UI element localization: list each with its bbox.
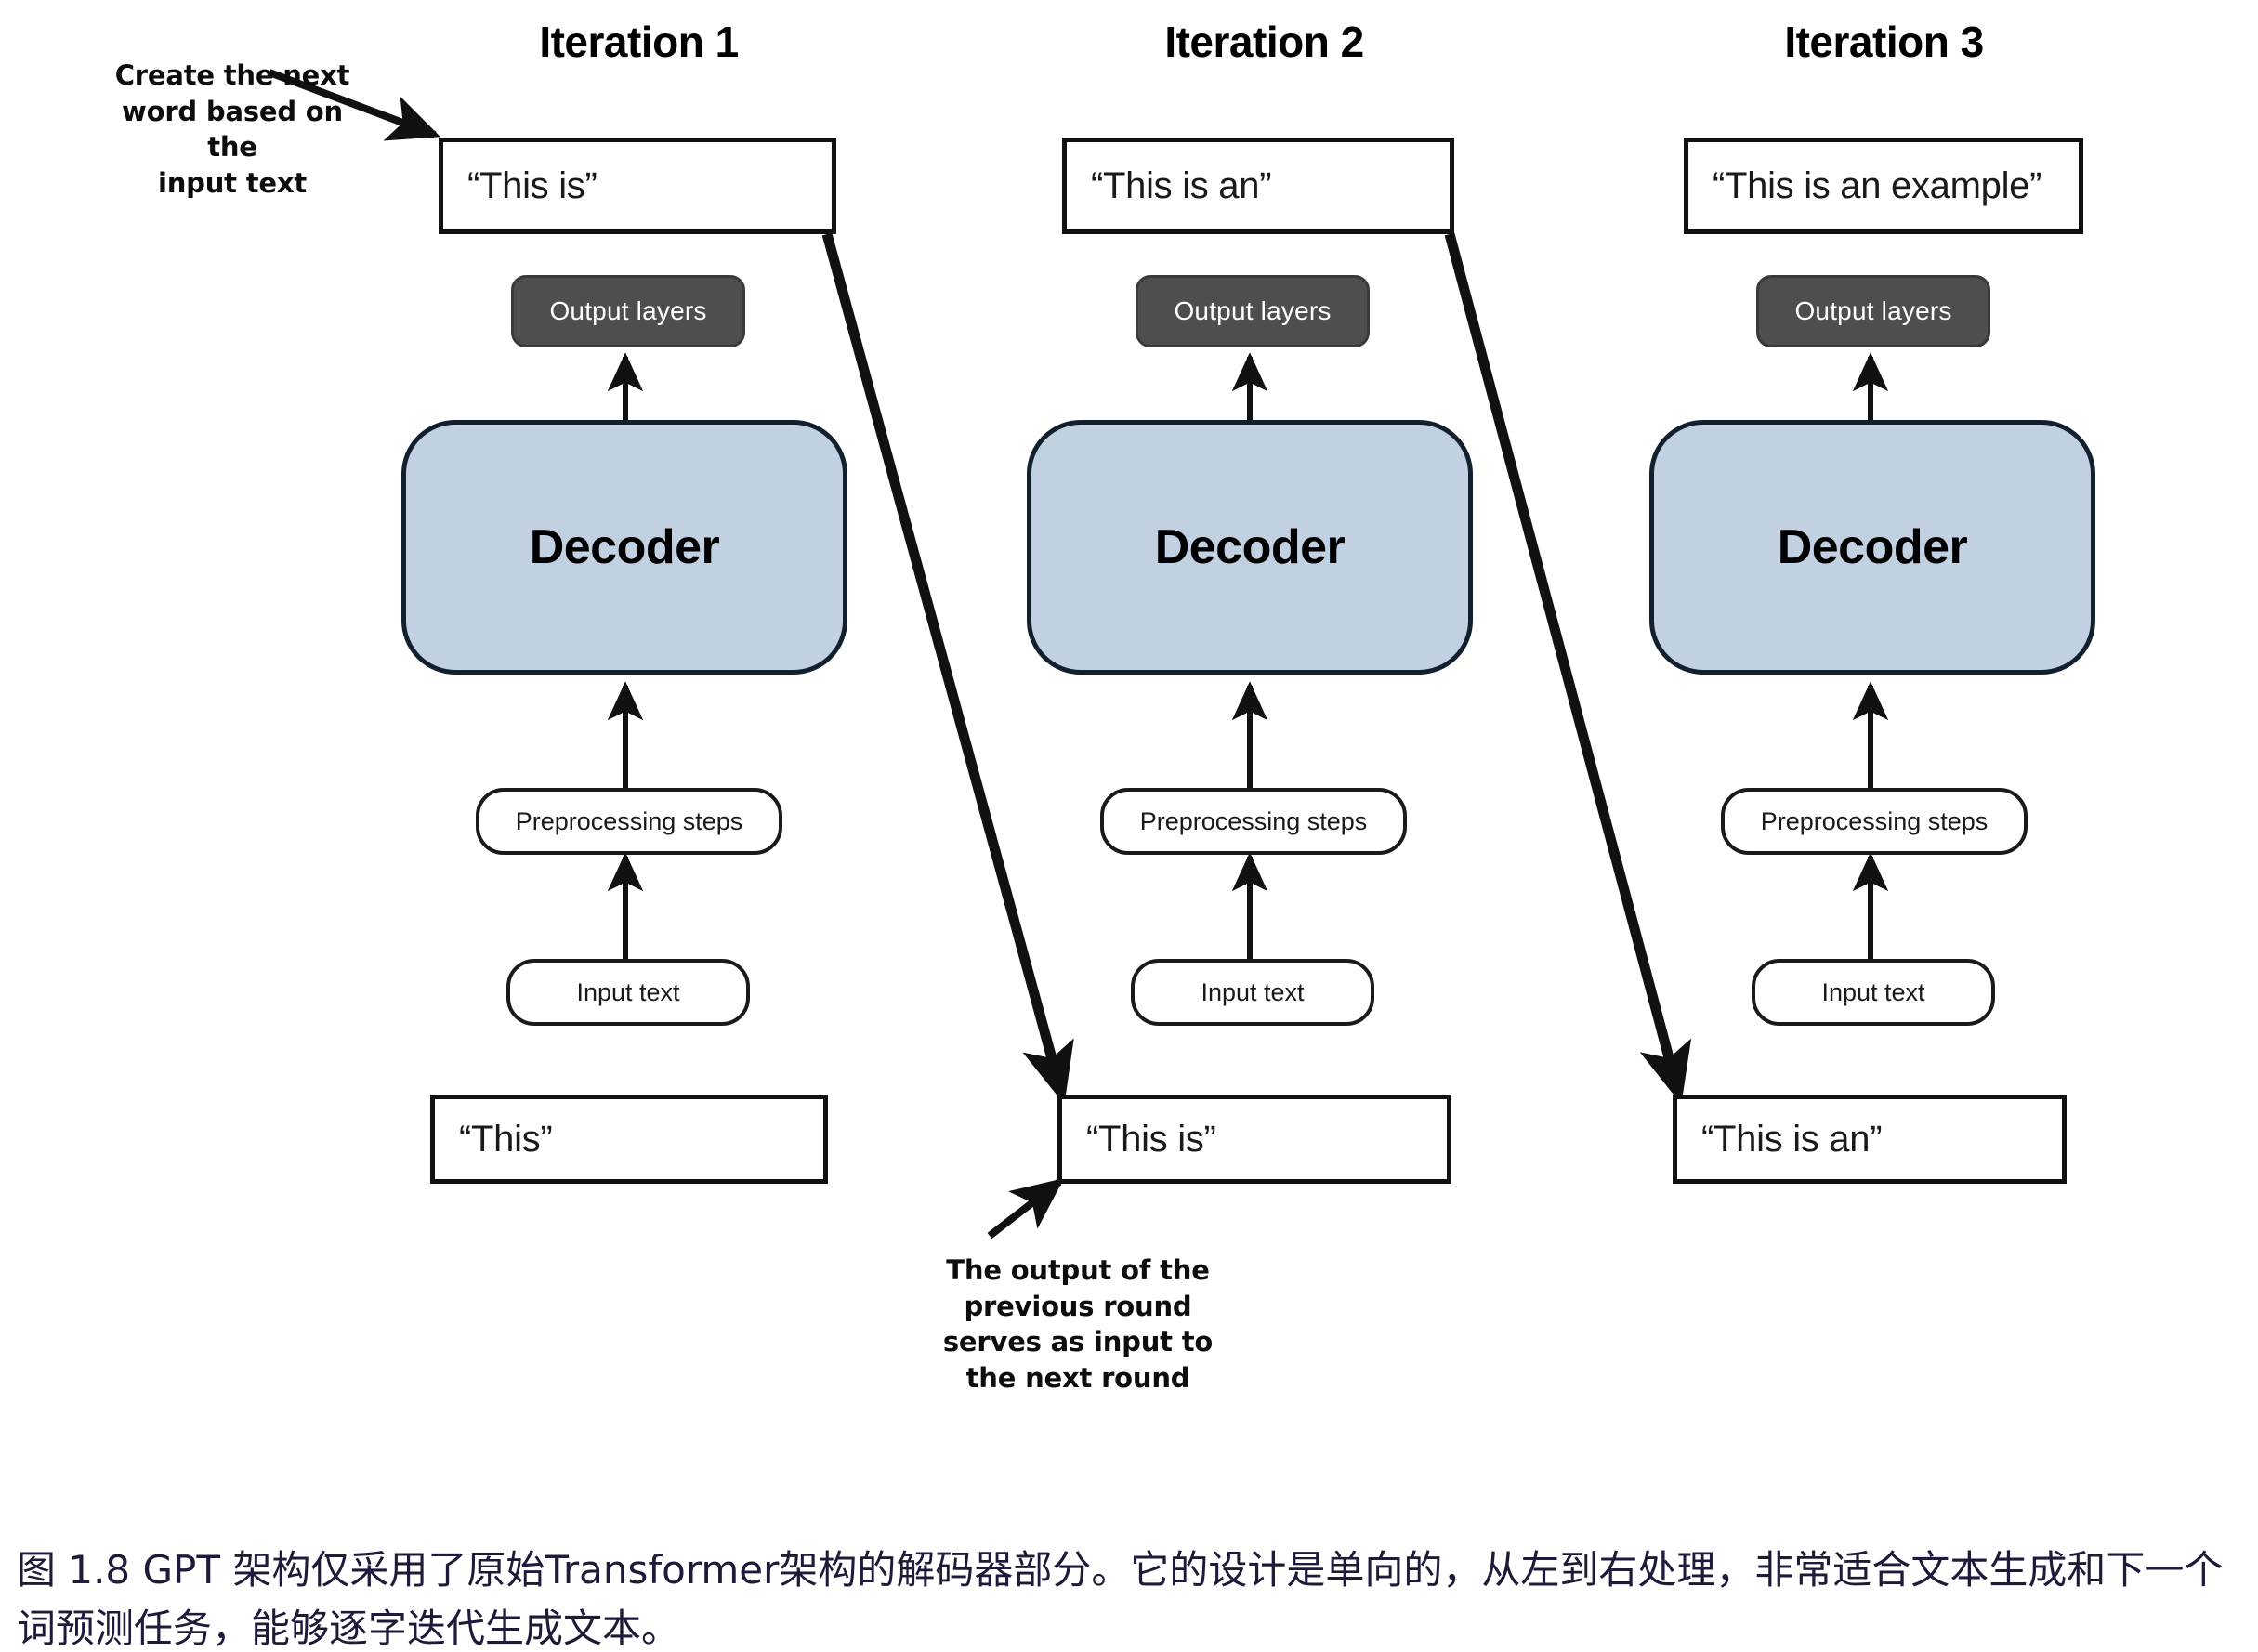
output-text-box-iteration-1: “This is” <box>439 138 836 234</box>
input-string-box-iteration-3: “This is an” <box>1673 1095 2067 1184</box>
preprocessing-steps-box-iteration-2: Preprocessing steps <box>1100 788 1407 855</box>
carryover-arrow-2-to-3 <box>1444 232 1692 1105</box>
output-text-box-iteration-2: “This is an” <box>1062 138 1454 234</box>
input-text-box-iteration-2: Input text <box>1131 959 1374 1026</box>
output-layers-box-iteration-3: Output layers <box>1756 275 1990 347</box>
input-text-box-iteration-3: Input text <box>1752 959 1995 1026</box>
output-text-box-iteration-3: “This is an example” <box>1684 138 2083 234</box>
output-layers-box-iteration-2: Output layers <box>1136 275 1370 347</box>
input-string-box-iteration-2: “This is” <box>1057 1095 1451 1184</box>
preprocessing-steps-box-iteration-1: Preprocessing steps <box>476 788 782 855</box>
decoder-box-iteration-1: Decoder <box>401 420 847 675</box>
preprocessing-steps-box-iteration-3: Preprocessing steps <box>1721 788 2028 855</box>
input-string-box-iteration-1: “This” <box>430 1095 828 1184</box>
output-layers-box-iteration-1: Output layers <box>511 275 745 347</box>
annotation-pointer-bottom <box>987 1178 1065 1239</box>
decoder-box-iteration-2: Decoder <box>1027 420 1473 675</box>
carryover-arrow-1-to-2 <box>821 232 1074 1105</box>
input-text-box-iteration-1: Input text <box>506 959 750 1026</box>
annotation-output-previous-round: The output of the previous round serves … <box>942 1254 1214 1394</box>
column-title-iteration-2: Iteration 2 <box>1164 18 1364 66</box>
column-title-iteration-3: Iteration 3 <box>1784 18 1984 66</box>
column-title-iteration-1: Iteration 1 <box>539 18 739 66</box>
decoder-box-iteration-3: Decoder <box>1649 420 2095 675</box>
annotation-create-next-word: Create the next word based on the input … <box>114 59 350 199</box>
figure-caption: 图 1.8 GPT 架构仅采用了原始Transformer架构的解码器部分。它的… <box>17 1547 2224 1651</box>
